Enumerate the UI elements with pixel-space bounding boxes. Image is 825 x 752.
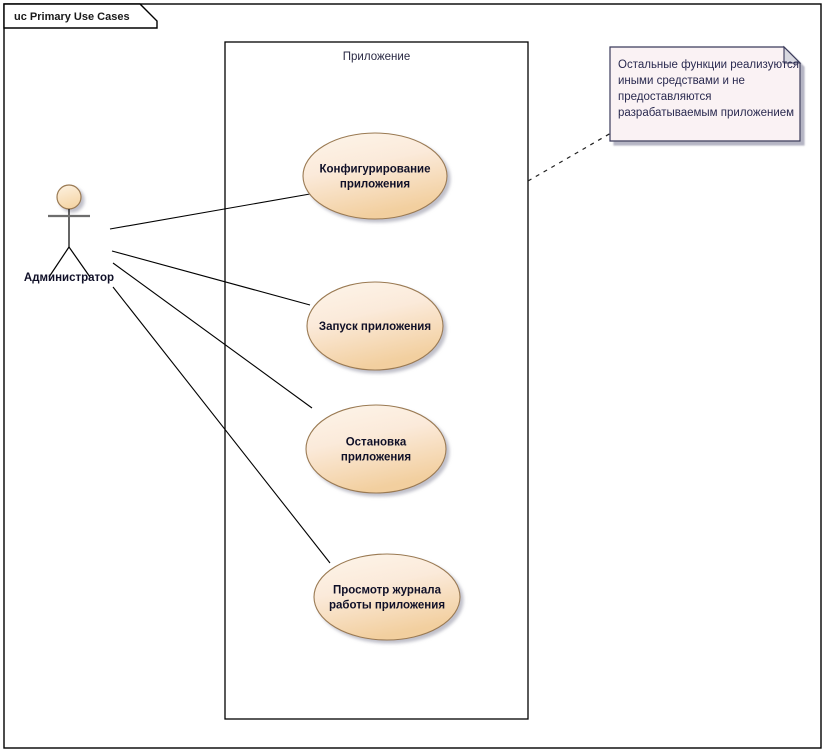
actor-leg-left — [48, 246, 70, 278]
use-case-ellipse — [305, 404, 447, 494]
association-actor-to-stop[interactable] — [112, 262, 313, 409]
actor-label: Администратор — [24, 272, 114, 284]
actor-leg-right — [68, 246, 91, 278]
use-case-ellipse — [306, 281, 444, 371]
use-case-stop[interactable]: Остановка приложения — [305, 404, 447, 494]
use-case-configure[interactable]: Конфигурирование приложения — [302, 132, 448, 220]
note-text-line: иными средствами и не — [618, 75, 745, 87]
frame-title-tab — [3, 3, 158, 29]
use-case-label-line: Просмотр журнала — [333, 585, 442, 597]
frame-title-label: uc Primary Use Cases — [14, 11, 130, 23]
actor-head-icon — [56, 184, 82, 210]
use-case-label-line: Конфигурирование — [319, 164, 430, 176]
note-body — [609, 46, 801, 142]
note-text-line: Остальные функции реализуются — [618, 59, 799, 71]
association-actor-to-view-log[interactable] — [112, 286, 331, 564]
use-case-ellipse — [313, 553, 461, 641]
actor-administrator[interactable]: Администратор — [24, 184, 114, 284]
system-boundary-label: Приложение — [343, 51, 410, 63]
use-case-ellipse — [302, 132, 448, 220]
use-case-view-log[interactable]: Просмотр журнала работы приложения — [313, 553, 461, 641]
association-lines — [109, 193, 331, 564]
note-box[interactable]: Остальные функции реализуются иными средс… — [609, 45, 802, 142]
use-case-start[interactable]: Запуск приложения — [306, 281, 444, 371]
note-anchor-line — [527, 132, 612, 182]
note-text-line: разрабатываемым приложением — [618, 107, 794, 119]
use-case-label-line: приложения — [341, 452, 411, 464]
use-case-label-line: работы приложения — [329, 600, 445, 612]
use-case-label-line: Остановка — [346, 437, 407, 449]
use-case-label-line: приложения — [340, 179, 410, 191]
use-case-label-line: Запуск приложения — [319, 321, 431, 333]
note-text: Остальные функции реализуются иными средс… — [618, 59, 799, 119]
association-actor-to-configure[interactable] — [109, 193, 311, 230]
note-text-line: предоставляются — [618, 91, 711, 103]
association-actor-to-start[interactable] — [111, 250, 311, 306]
system-boundary-box[interactable] — [224, 41, 529, 720]
note-folded-corner-icon — [783, 45, 802, 64]
